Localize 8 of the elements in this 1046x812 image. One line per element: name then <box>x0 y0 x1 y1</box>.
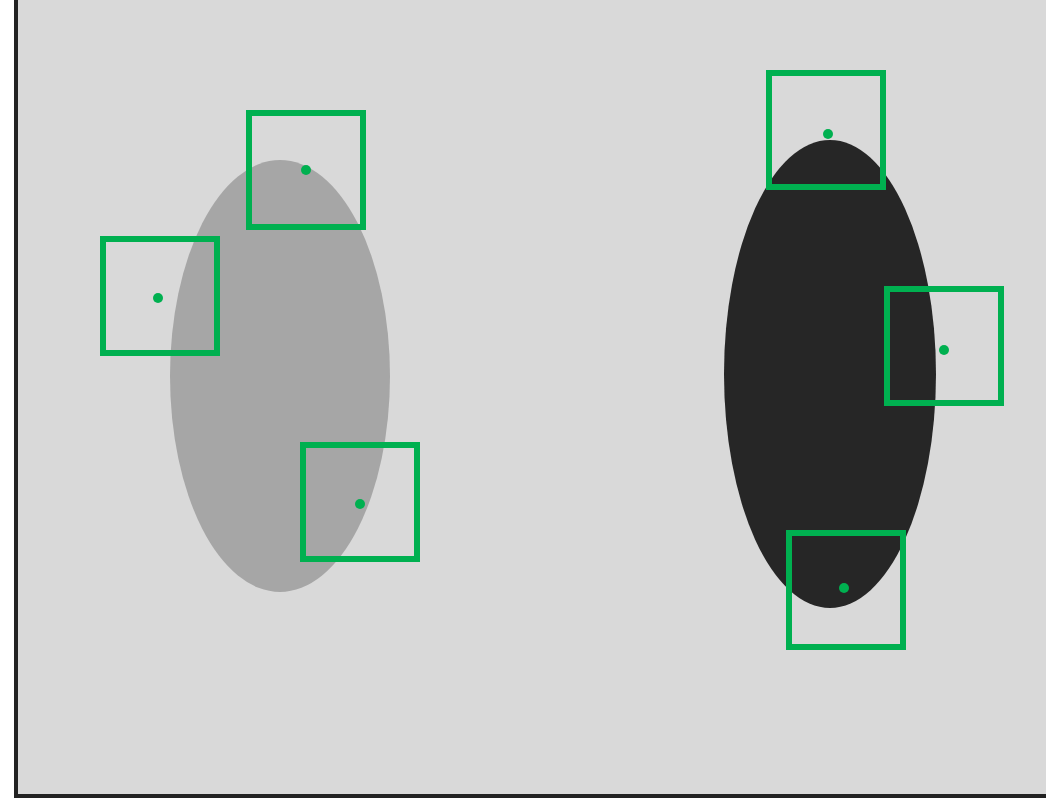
ellipse-shape <box>724 140 936 608</box>
marker-square <box>246 110 366 230</box>
ellipse-shape <box>170 160 390 592</box>
marker-square <box>884 286 1004 406</box>
marker-square <box>100 236 220 356</box>
marker-square <box>786 530 906 650</box>
marker-square <box>766 70 886 190</box>
marker-square <box>300 442 420 562</box>
